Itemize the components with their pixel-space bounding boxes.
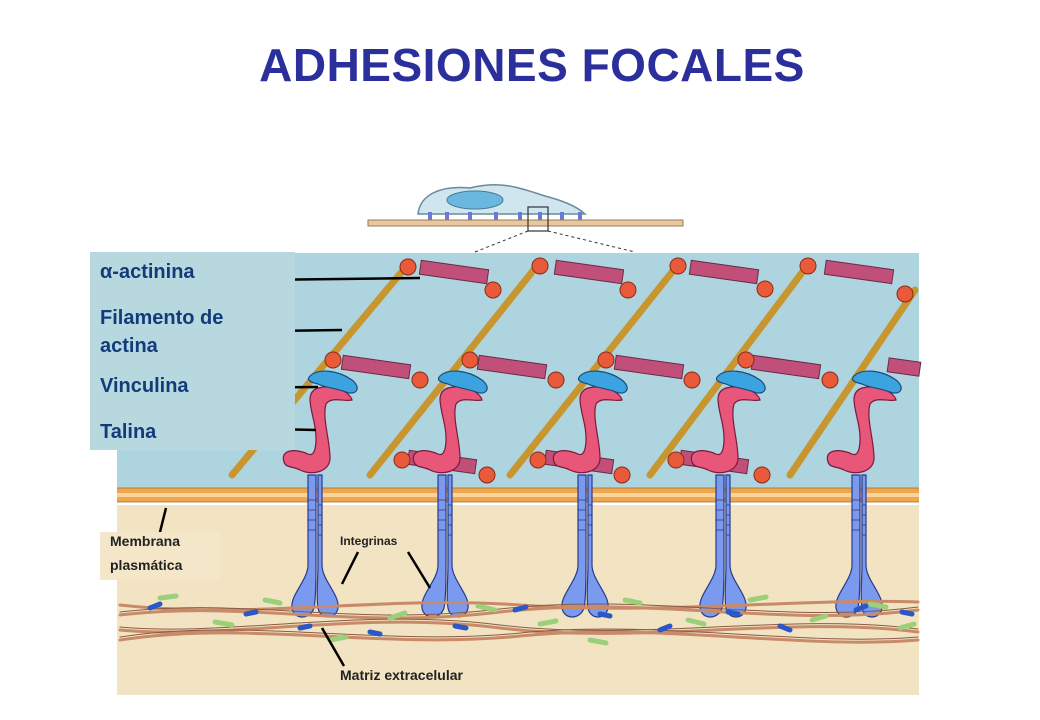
label-filamento-actina-1: Filamento de [100, 307, 224, 329]
label-filamento-actina-2: actina [100, 335, 158, 357]
label-panel-membrane [100, 532, 220, 580]
label-matriz: Matriz extracelular [340, 667, 463, 683]
label-panel-cytoplasm [90, 252, 295, 450]
label-talina: Talina [100, 421, 157, 443]
page-title: ADHESIONES FOCALES [259, 39, 805, 91]
label-alpha-actinina: α-actinina [100, 261, 195, 283]
label-membrana-2: plasmática [110, 557, 183, 573]
extracellular-matrix [118, 593, 920, 646]
label-membrana-1: Membrana [110, 533, 181, 549]
extracellular-region [117, 505, 919, 695]
cell-inset [367, 183, 684, 253]
plasma-membrane [117, 487, 919, 503]
label-integrinas: Integrinas [340, 534, 398, 548]
label-vinculina: Vinculina [100, 375, 189, 397]
